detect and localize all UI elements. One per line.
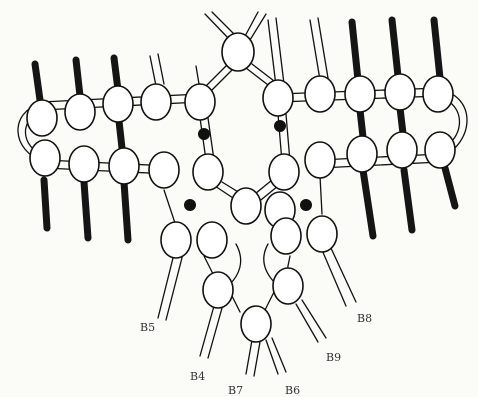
right-cords	[348, 16, 459, 240]
bead	[102, 85, 134, 123]
bead	[108, 147, 140, 185]
left-cord-1-top	[31, 60, 44, 104]
bead	[184, 83, 216, 121]
dot-marker	[300, 199, 312, 211]
bead	[344, 75, 376, 113]
bead	[386, 131, 418, 169]
right-wing-beads	[304, 73, 456, 179]
bead	[26, 99, 58, 137]
bead	[192, 153, 224, 191]
left-cord-2-top	[72, 56, 84, 100]
bead	[140, 83, 172, 121]
bead	[304, 75, 336, 113]
label-b5: B5	[140, 321, 155, 334]
left-cord-3-top	[110, 54, 122, 94]
bead	[306, 215, 338, 253]
label-b7: B7	[228, 384, 243, 397]
bead	[262, 79, 294, 117]
label-b6: B6	[285, 384, 300, 397]
bead	[424, 131, 456, 169]
dot-marker	[184, 199, 196, 211]
bead	[196, 221, 228, 259]
dot-marker	[274, 120, 286, 132]
bead	[422, 75, 454, 113]
left-cord-3-bottom	[120, 178, 132, 244]
left-wing-beads	[26, 83, 180, 189]
bead	[230, 187, 262, 225]
right-cord-1-top	[348, 18, 362, 84]
bead	[304, 141, 336, 179]
bead	[346, 135, 378, 173]
left-cord-2-bottom	[80, 178, 92, 242]
bead	[64, 93, 96, 131]
bead	[148, 151, 180, 189]
bead	[240, 305, 272, 343]
bead	[268, 153, 300, 191]
black-dots	[184, 120, 312, 211]
right-cord-2-top	[388, 16, 402, 80]
left-cord-1-bottom	[40, 176, 51, 232]
bead	[68, 145, 100, 183]
central-beads	[160, 32, 338, 343]
right-cord-3-bottom	[441, 164, 459, 210]
bead	[202, 271, 234, 309]
strand-labels: B5 B4 B7 B6 B9 B8	[140, 312, 372, 397]
label-b4: B4	[190, 370, 205, 383]
bead	[29, 139, 61, 177]
right-cord-2-bottom	[400, 166, 416, 234]
label-b8: B8	[357, 312, 372, 325]
right-cord-1-bottom	[359, 166, 377, 240]
label-b9: B9	[326, 351, 341, 364]
bead	[384, 73, 416, 111]
dot-marker	[198, 128, 210, 140]
bead	[270, 217, 302, 255]
right-cord-3-top	[430, 16, 444, 82]
bead	[221, 32, 255, 72]
bead	[160, 221, 192, 259]
bead	[272, 267, 304, 305]
